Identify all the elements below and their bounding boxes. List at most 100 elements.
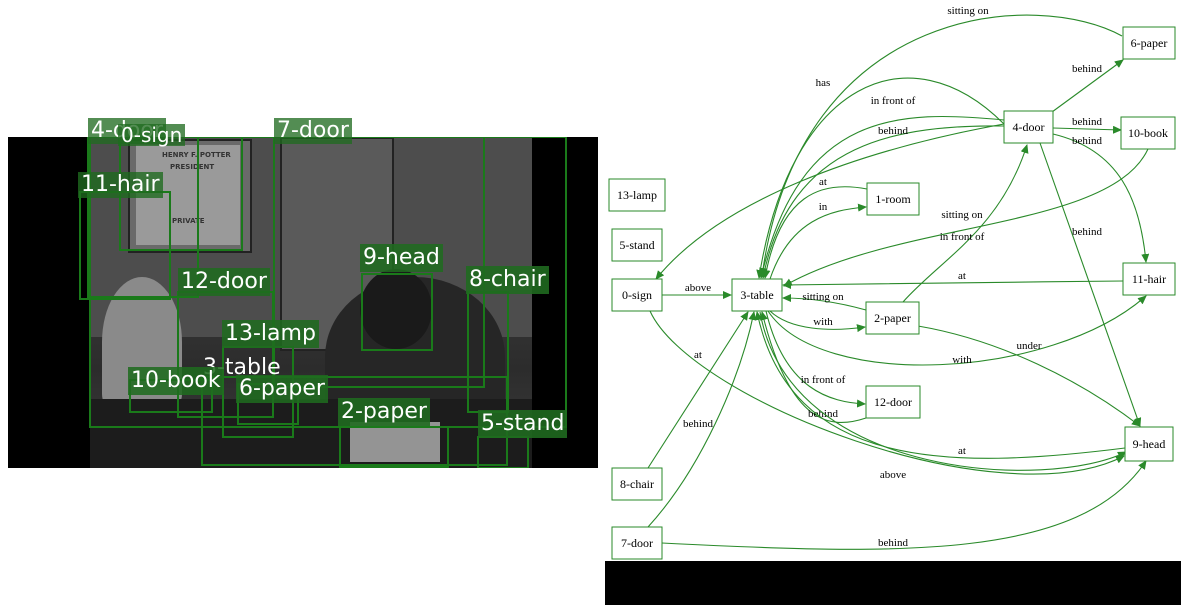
edge-label: behind	[808, 408, 838, 420]
edge-label: above	[880, 469, 906, 481]
bbox-label-9-head: 9-head	[360, 244, 443, 272]
bbox-label-7-door: 7-door	[274, 118, 352, 144]
bbox-label-13-lamp: 13-lamp	[222, 320, 319, 348]
bbox-11-hair	[79, 191, 171, 300]
paper-on-desk	[350, 422, 440, 462]
edge-2-paper-to-9-head	[917, 325, 1141, 427]
edge-label: behind	[1072, 135, 1102, 147]
bbox-label-8-chair: 8-chair	[466, 266, 549, 294]
edge-3-table-to-9-head	[759, 311, 1127, 471]
node-label-13-lamp: 13-lamp	[617, 188, 657, 202]
node-box-13-lamp	[608, 178, 666, 212]
edge-label: sitting on	[941, 209, 983, 221]
bbox-2-paper	[339, 426, 449, 468]
edge-label: behind	[878, 125, 908, 137]
node-label-4-door: 4-door	[1013, 120, 1045, 134]
edge-3-table-to-11-hair	[767, 295, 1147, 366]
edge-2-paper-to-4-door	[902, 144, 1029, 303]
edge-3-table-to-1-room	[769, 203, 867, 280]
edge-4-door-to-11-hair	[1052, 133, 1150, 263]
edge-label: behind	[1072, 226, 1102, 238]
edge-3-table-to-2-paper	[769, 310, 866, 333]
door-text-line-2: PRESIDENT	[170, 163, 215, 171]
node-label-2-paper: 2-paper	[874, 311, 911, 325]
edge-4-door-to-0-sign	[655, 123, 1005, 280]
edge-label: sitting on	[947, 5, 989, 17]
edge-label: has	[816, 77, 831, 89]
node-label-1-room: 1-room	[875, 192, 911, 206]
edge-label: at	[694, 349, 702, 361]
node-label-6-paper: 6-paper	[1131, 36, 1168, 50]
edge-7-door-to-3-table	[647, 311, 757, 528]
desk	[90, 399, 532, 468]
edge-label: behind	[683, 418, 713, 430]
edge-label: with	[952, 354, 972, 366]
bbox-9-head	[361, 273, 433, 351]
node-box-2-paper	[865, 301, 920, 335]
node-label-12-door: 12-door	[874, 395, 912, 409]
edge-label: behind	[1072, 63, 1102, 75]
edge-label: in front of	[801, 374, 846, 386]
edge-7-door-to-9-head	[661, 460, 1147, 550]
node-label-11-hair: 11-hair	[1132, 272, 1166, 286]
node-box-7-door	[611, 526, 663, 560]
bbox-7-door	[273, 137, 485, 388]
edge-8-chair-to-3-table	[647, 311, 749, 469]
edge-2-paper-to-3-table	[782, 294, 867, 311]
graph-edges: sitting on behind has in front of behind behi…	[647, 5, 1150, 550]
edge-label: with	[813, 316, 833, 328]
edge-4-door-to-3-table	[758, 115, 1005, 279]
edge-0-sign-to-9-head	[649, 310, 1125, 475]
edge-4-door-to-9-head	[1039, 142, 1142, 427]
node-box-11-hair	[1122, 262, 1176, 296]
bbox-label-6-paper: 6-paper	[236, 375, 328, 403]
node-box-6-paper	[1122, 26, 1176, 60]
bbox-label-2-paper: 2-paper	[338, 398, 430, 426]
edge-11-hair-to-3-table	[782, 280, 1124, 289]
bottom-black-bar	[605, 561, 1181, 605]
node-box-9-head	[1124, 426, 1174, 462]
edge-label: in	[819, 201, 828, 213]
edge-4-door-to-3-table	[756, 77, 1005, 279]
door-text-line-1: HENRY F. POTTER	[162, 151, 231, 159]
edge-4-door-to-10-book	[1052, 125, 1122, 134]
edge-label: in front of	[940, 231, 985, 243]
edge-label: behind	[1072, 116, 1102, 128]
edge-4-door-to-3-table	[760, 125, 1005, 279]
node-box-4-door	[1003, 110, 1054, 144]
edge-label: at	[958, 270, 966, 282]
edge-label: sitting on	[802, 291, 844, 303]
bbox-label-5-stand: 5-stand	[478, 410, 568, 438]
edge-6-paper-to-3-table	[759, 14, 1123, 277]
edge-1-room-to-3-table	[762, 186, 868, 279]
node-box-12-door	[865, 385, 921, 419]
edge-label: in front of	[871, 95, 916, 107]
node-box-1-room	[866, 182, 920, 216]
node-label-0-sign: 0-sign	[622, 288, 652, 302]
bbox-8-chair	[467, 291, 509, 413]
edge-label: at	[958, 445, 966, 457]
node-box-3-table	[731, 278, 783, 312]
node-box-8-chair	[611, 467, 663, 501]
node-label-7-door: 7-door	[621, 536, 653, 550]
node-box-10-book	[1120, 116, 1176, 150]
bbox-label-12-door: 12-door	[178, 268, 270, 296]
edge-label: under	[1016, 340, 1041, 352]
node-box-0-sign	[611, 278, 663, 312]
bbox-4-door	[87, 137, 199, 298]
node-label-10-book: 10-book	[1128, 126, 1168, 140]
edge-3-table-to-12-door	[765, 310, 866, 408]
edge-label: above	[685, 282, 711, 294]
man-head	[360, 269, 432, 349]
edge-12-door-to-3-table	[760, 311, 867, 424]
edge-10-book-to-3-table	[783, 148, 1149, 287]
bbox-label-10-book: 10-book	[128, 367, 224, 395]
bbox-5-stand	[477, 436, 529, 468]
node-label-8-chair: 8-chair	[620, 477, 654, 491]
edge-label: at	[819, 176, 827, 188]
bbox-label-11-hair: 11-hair	[78, 172, 163, 198]
door-text-line-3: PRIVATE	[172, 217, 205, 225]
bbox-1-room	[89, 137, 567, 428]
edge-9-head-to-3-table	[754, 311, 1126, 459]
